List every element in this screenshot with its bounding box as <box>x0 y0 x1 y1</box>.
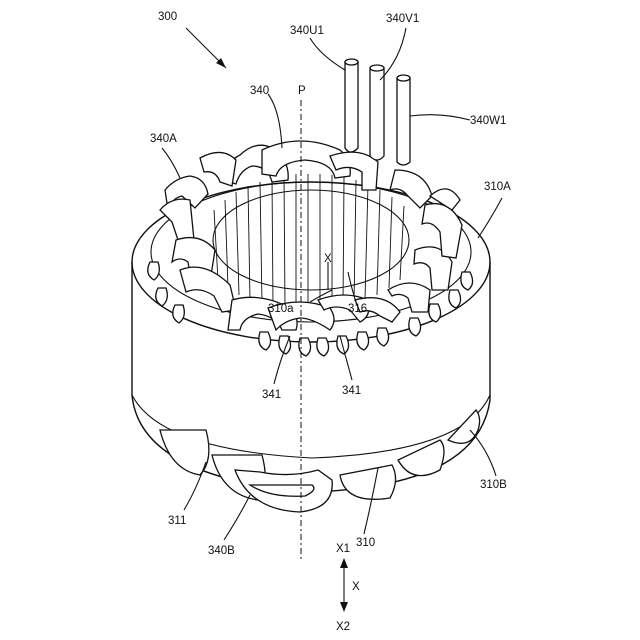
leader-310A <box>478 198 502 238</box>
label-316: 316 <box>348 303 367 315</box>
label-X-inner: X <box>324 253 332 265</box>
label-P: P <box>298 85 306 97</box>
label-axis-X2: X2 <box>336 621 350 633</box>
lead-wire-v1 <box>370 65 384 160</box>
label-axis-X: X <box>352 581 360 593</box>
label-341-right: 341 <box>342 385 361 397</box>
label-340V1: 340V1 <box>386 13 419 25</box>
label-340: 340 <box>250 85 269 97</box>
label-300: 300 <box>158 11 177 23</box>
label-310A: 310A <box>484 181 511 193</box>
leader-340B <box>224 495 250 540</box>
label-310: 310 <box>356 537 375 549</box>
inner-bore-slots <box>214 174 404 308</box>
label-311: 311 <box>168 515 186 527</box>
label-341-left: 341 <box>262 389 281 401</box>
label-310B: 310B <box>480 479 507 491</box>
leader-340U1 <box>310 38 345 70</box>
axis-arrow-x <box>340 558 348 612</box>
lead-wire-w1 <box>397 75 410 165</box>
label-340A: 340A <box>150 133 177 145</box>
leader-340A <box>162 148 180 178</box>
leader-340W1 <box>410 115 470 120</box>
bottom-coil-ends <box>160 410 480 512</box>
lead-wire-u1 <box>345 59 358 152</box>
label-340U1: 340U1 <box>290 25 324 37</box>
label-340W1: 340W1 <box>470 115 506 127</box>
leader-340 <box>268 94 282 148</box>
label-310a: 310a <box>268 303 294 315</box>
label-340B: 340B <box>208 545 235 557</box>
lead-wires <box>345 59 410 165</box>
label-axis-X1: X1 <box>336 543 350 555</box>
